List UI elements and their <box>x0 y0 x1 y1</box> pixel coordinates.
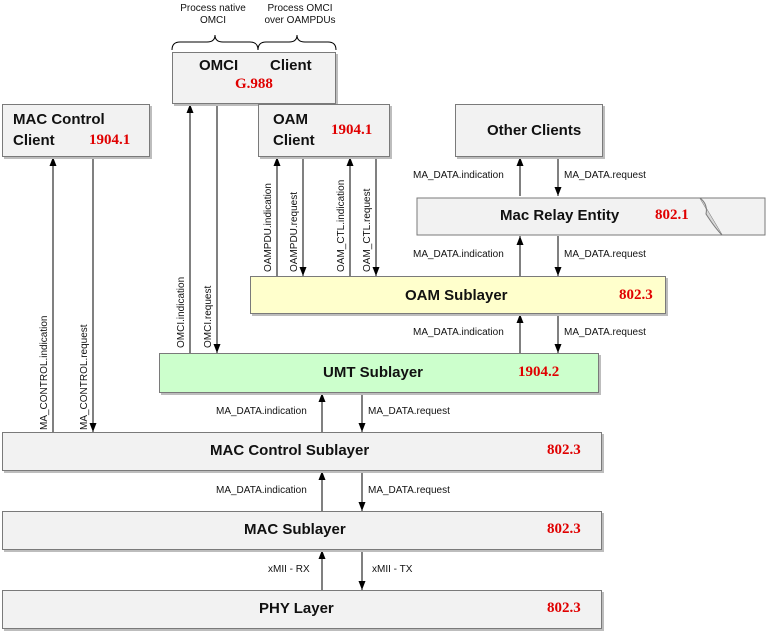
oampdu-request-label: OAMPDU.request <box>289 191 300 272</box>
umt-sublayer-label: UMT Sublayer <box>323 364 424 381</box>
oam-to-relay-indication-label: MA_DATA.indication <box>413 249 504 260</box>
phy-layer-standard: 802.3 <box>547 600 581 616</box>
omci-over-oam-brace <box>257 34 337 51</box>
oam-sublayer-box: OAM Sublayer 802.3 <box>250 276 666 314</box>
mac-sublayer-box: MAC Sublayer 802.3 <box>2 511 602 550</box>
mac-relay-entity-fold <box>699 197 723 236</box>
mac-sublayer-label: MAC Sublayer <box>244 521 346 538</box>
omci-label: OMCI <box>199 57 239 74</box>
omci-client-box: OMCI Client G.988 <box>172 52 336 104</box>
oam-ctl-indication-label: OAM_CTL.indication <box>336 179 347 272</box>
relay-indication-label: MA_DATA.indication <box>413 170 504 181</box>
xmii-tx-label: xMII - TX <box>372 564 413 575</box>
umt-sublayer-standard: 1904.2 <box>518 364 560 380</box>
oam-client-line1: OAM <box>273 111 308 128</box>
oampdu-indication-label: OAMPDU.indication <box>263 183 274 272</box>
mac-control-sublayer-box: MAC Control Sublayer 802.3 <box>2 432 602 471</box>
oam-sublayer-label: OAM Sublayer <box>405 287 508 304</box>
mac-control-client-line1: MAC Control <box>13 111 105 128</box>
ma-control-indication-label: MA_CONTROL.indication <box>39 315 50 430</box>
native-omci-brace <box>171 34 259 51</box>
maccontrol-to-mac-request-label: MA_DATA.request <box>368 485 450 496</box>
other-clients-box: Other Clients <box>455 104 603 157</box>
omci-standard: G.988 <box>235 76 273 92</box>
oam-sublayer-standard: 802.3 <box>619 287 653 303</box>
oam-client-line2: Client <box>273 132 315 149</box>
mac-sublayer-standard: 802.3 <box>547 521 581 537</box>
mac-relay-entity-label: Mac Relay Entity <box>500 207 620 224</box>
phy-layer-box: PHY Layer 802.3 <box>2 590 602 629</box>
oam-client-box: OAM Client 1904.1 <box>258 104 390 157</box>
mac-control-client-standard: 1904.1 <box>89 132 131 148</box>
mac-to-maccontrol-indication-label: MA_DATA.indication <box>216 485 307 496</box>
ma-control-request-label: MA_CONTROL.request <box>79 324 90 430</box>
mac-relay-entity-standard: 802.1 <box>655 207 689 223</box>
other-clients-label: Other Clients <box>487 122 582 139</box>
mac-control-client-line2: Client <box>13 132 55 149</box>
umt-to-maccontrol-request-label: MA_DATA.request <box>368 406 450 417</box>
relay-request-label: MA_DATA.request <box>564 170 646 181</box>
oam-client-standard: 1904.1 <box>331 122 373 138</box>
mac-control-sublayer-label: MAC Control Sublayer <box>210 442 370 459</box>
oam-to-umt-request-label: MA_DATA.request <box>564 327 646 338</box>
omci-request-label: OMCI.request <box>203 285 214 348</box>
mac-control-sublayer-standard: 802.3 <box>547 442 581 458</box>
phy-layer-label: PHY Layer <box>259 600 334 617</box>
umt-sublayer-box: UMT Sublayer 1904.2 <box>159 353 599 393</box>
mac-control-client-box: MAC Control Client 1904.1 <box>2 104 150 157</box>
umt-to-oam-indication-label: MA_DATA.indication <box>413 327 504 338</box>
oam-ctl-request-label: OAM_CTL.request <box>362 188 373 272</box>
omci-indication-label: OMCI.indication <box>176 276 187 348</box>
client-label: Client <box>270 57 312 74</box>
maccontrol-to-umt-indication-label: MA_DATA.indication <box>216 406 307 417</box>
xmii-rx-label: xMII - RX <box>268 564 310 575</box>
relay-to-oam-request-label: MA_DATA.request <box>564 249 646 260</box>
